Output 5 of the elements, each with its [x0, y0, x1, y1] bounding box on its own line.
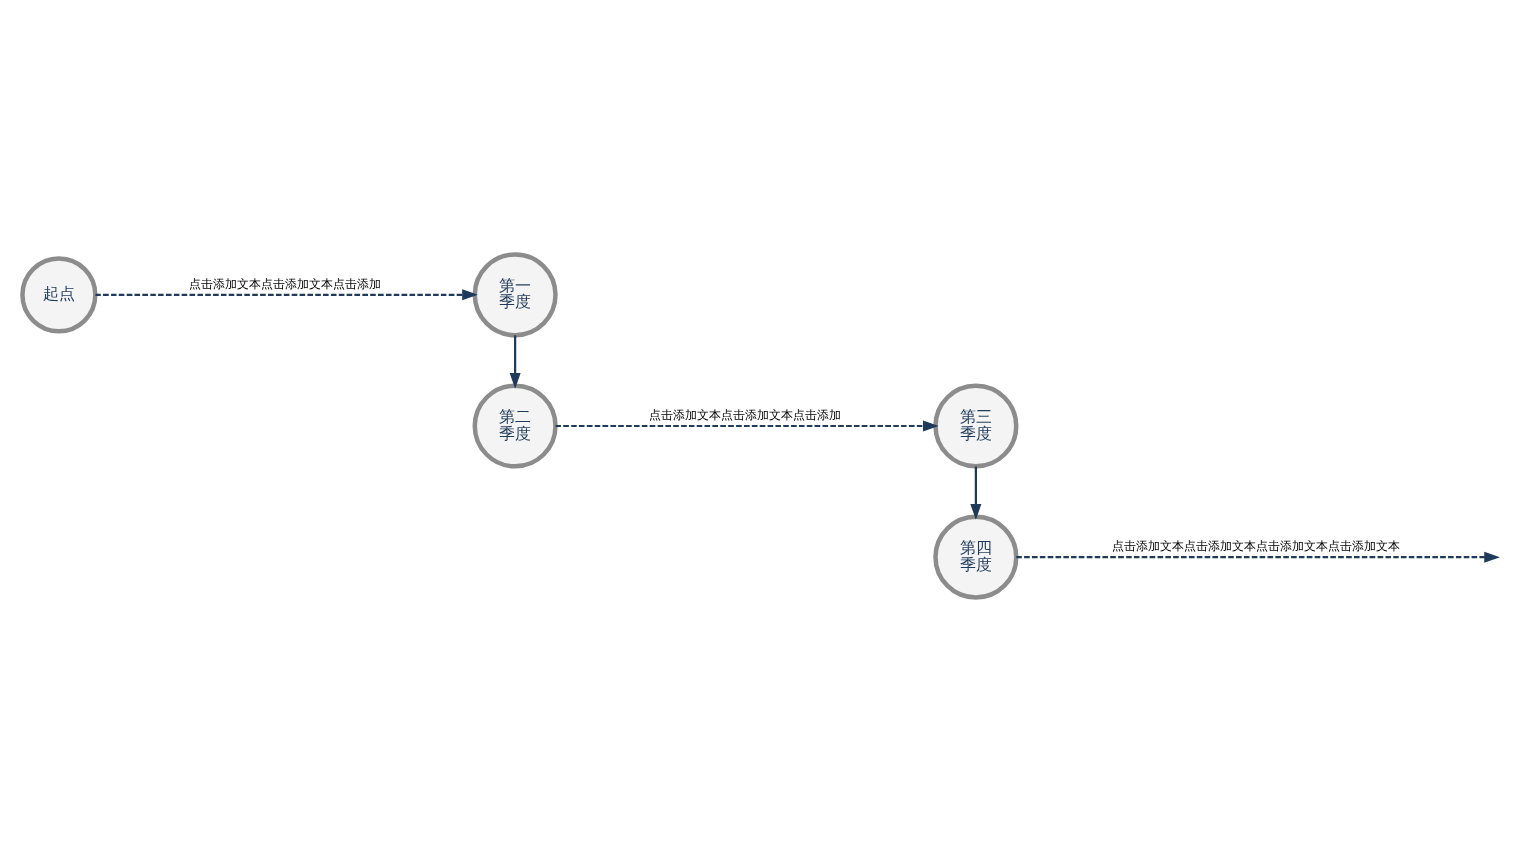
arrow [509, 334, 521, 388]
arrow [95, 288, 478, 300]
arrow [970, 465, 982, 519]
arrow [1016, 550, 1500, 562]
arrow [555, 419, 939, 431]
